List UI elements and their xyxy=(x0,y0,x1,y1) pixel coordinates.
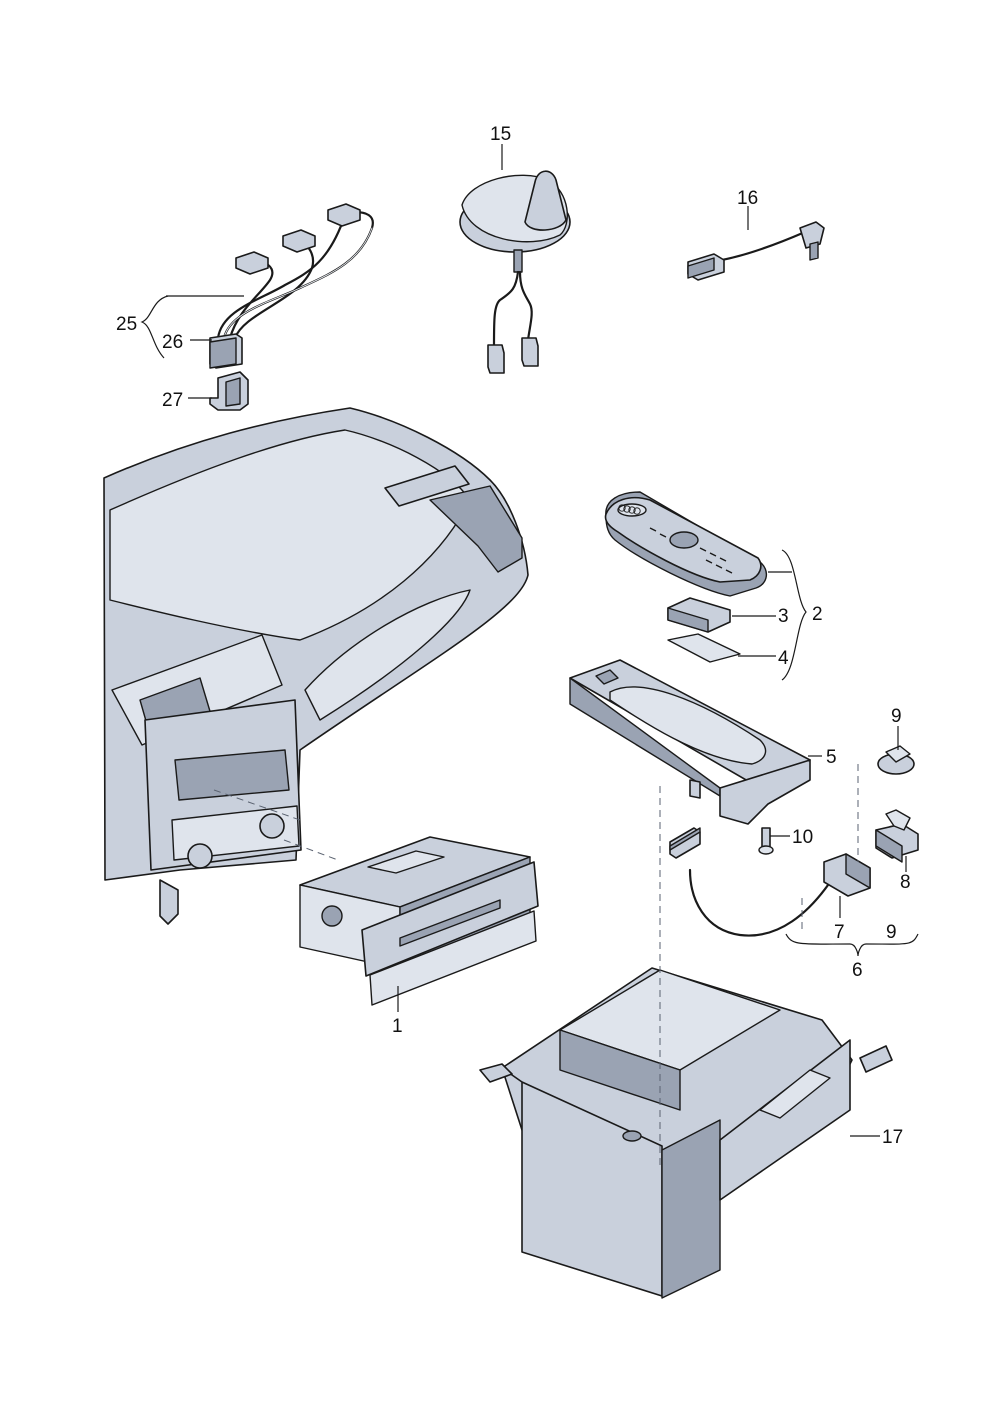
callout-9-lower: 9 xyxy=(886,922,897,943)
callout-7: 7 xyxy=(834,922,845,943)
storage-compartment[interactable] xyxy=(479,967,893,1299)
callout-labels: 15 16 25 26 27 2 3 4 5 9 10 8 7 9 6 1 17 xyxy=(116,124,911,1148)
callout-25: 25 xyxy=(116,314,137,335)
callout-9-upper: 9 xyxy=(891,706,902,727)
callout-17: 17 xyxy=(882,1127,903,1148)
harness-main-connector xyxy=(209,333,243,369)
roof-antenna[interactable] xyxy=(459,170,571,374)
callout-6: 6 xyxy=(852,960,863,981)
callout-1: 1 xyxy=(392,1016,403,1037)
harness-connector-small xyxy=(235,203,361,275)
card-holder-plate[interactable] xyxy=(667,633,741,663)
connecting-cable[interactable] xyxy=(669,827,871,937)
sim-card[interactable] xyxy=(667,597,731,633)
leader-lines xyxy=(140,144,919,1168)
wiring-harness[interactable] xyxy=(209,203,374,369)
callout-4: 4 xyxy=(778,648,789,669)
callout-16: 16 xyxy=(737,188,758,209)
grommet[interactable] xyxy=(877,745,915,775)
callout-10: 10 xyxy=(792,827,813,848)
callout-15: 15 xyxy=(490,124,511,145)
aerial-cable[interactable] xyxy=(687,221,825,281)
callout-2: 2 xyxy=(812,604,823,625)
four-rings-logo xyxy=(618,504,641,515)
callout-5: 5 xyxy=(826,747,837,768)
plug-housing[interactable] xyxy=(875,809,919,863)
dashboard xyxy=(103,407,529,925)
handset-cradle[interactable] xyxy=(569,659,811,825)
callout-27: 27 xyxy=(162,390,183,411)
telephone-handset[interactable] xyxy=(604,491,767,597)
screw[interactable] xyxy=(758,827,774,855)
callout-8: 8 xyxy=(900,872,911,893)
radio-unit[interactable] xyxy=(299,836,539,1006)
harness-clip[interactable] xyxy=(209,371,249,411)
callout-26: 26 xyxy=(162,332,183,353)
callout-3: 3 xyxy=(778,606,789,627)
